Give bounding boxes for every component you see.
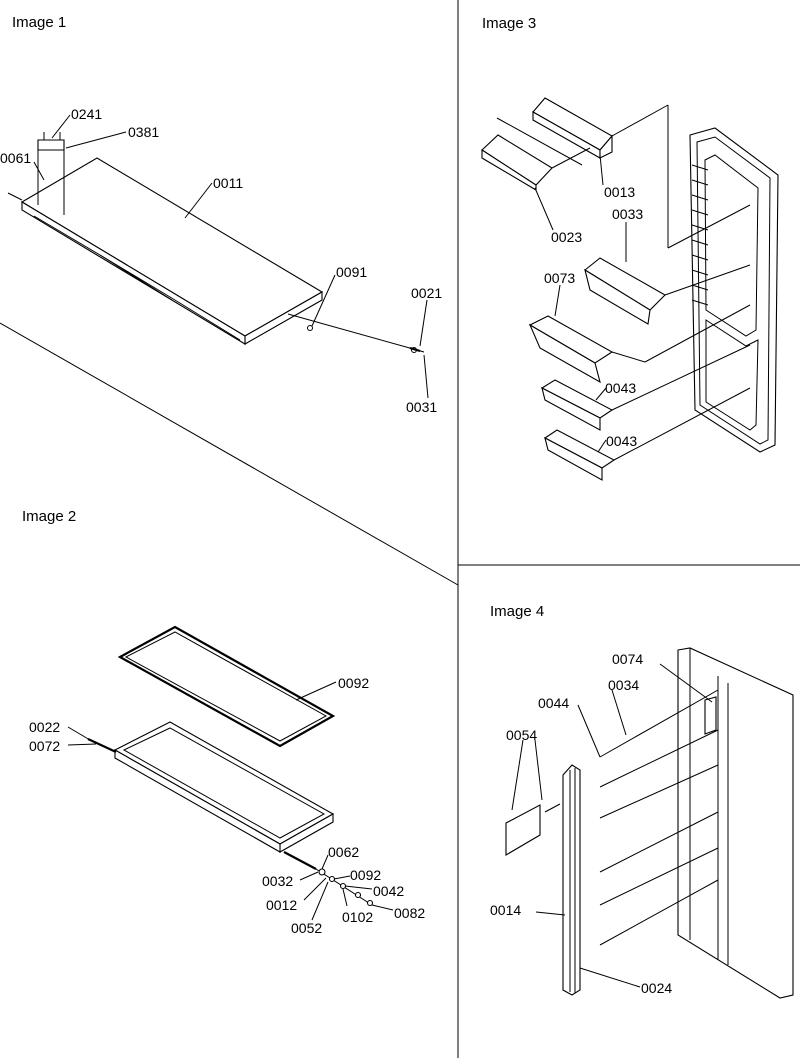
label-0024: 0024 [641, 980, 672, 996]
label-0052: 0052 [291, 920, 322, 936]
label-0044: 0044 [538, 695, 569, 711]
label-0012: 0012 [266, 897, 297, 913]
label-0241: 0241 [71, 106, 102, 122]
label-0072: 0072 [29, 738, 60, 754]
label-0062: 0062 [328, 844, 359, 860]
label-0014: 0014 [490, 902, 521, 918]
label-0043-upper: 0043 [605, 380, 636, 396]
image1-title: Image 1 [12, 14, 66, 31]
label-0034: 0034 [608, 677, 639, 693]
image3-door-drawing [481, 97, 779, 481]
label-0091: 0091 [336, 264, 367, 280]
image2-labels: 0092 0022 0072 0062 0032 0092 0042 0012 … [29, 675, 425, 936]
image1-shelf-drawing [7, 114, 429, 399]
label-0043-lower: 0043 [606, 433, 637, 449]
image1-labels: 0241 0381 0061 0011 0091 0021 0031 [0, 106, 442, 415]
label-0011: 0011 [213, 175, 243, 191]
image4-labels: 0074 0034 0044 0054 0014 0024 [490, 651, 672, 996]
label-0092-hardware: 0092 [350, 867, 381, 883]
label-0054: 0054 [506, 727, 537, 743]
image3-title: Image 3 [482, 15, 536, 32]
label-0074: 0074 [612, 651, 643, 667]
image3-labels: 0013 0023 0033 0073 0043 0043 [544, 184, 643, 449]
label-0022: 0022 [29, 719, 60, 735]
image4-door-drawing [505, 647, 794, 999]
label-0073: 0073 [544, 270, 575, 286]
label-0092-glass: 0092 [338, 675, 369, 691]
image2-shelf-drawing [67, 625, 394, 921]
label-0061: 0061 [0, 150, 31, 166]
label-0082: 0082 [394, 905, 425, 921]
label-0102: 0102 [342, 909, 373, 925]
label-0042: 0042 [373, 883, 404, 899]
door-ribs [691, 164, 709, 306]
image4-title: Image 4 [490, 603, 544, 620]
label-0032: 0032 [262, 873, 293, 889]
label-0023: 0023 [551, 229, 582, 245]
label-0031: 0031 [406, 399, 437, 415]
label-0021: 0021 [411, 285, 442, 301]
label-0033: 0033 [612, 206, 643, 222]
image2-title: Image 2 [22, 508, 76, 525]
label-0381: 0381 [128, 124, 159, 140]
label-0013: 0013 [604, 184, 635, 200]
